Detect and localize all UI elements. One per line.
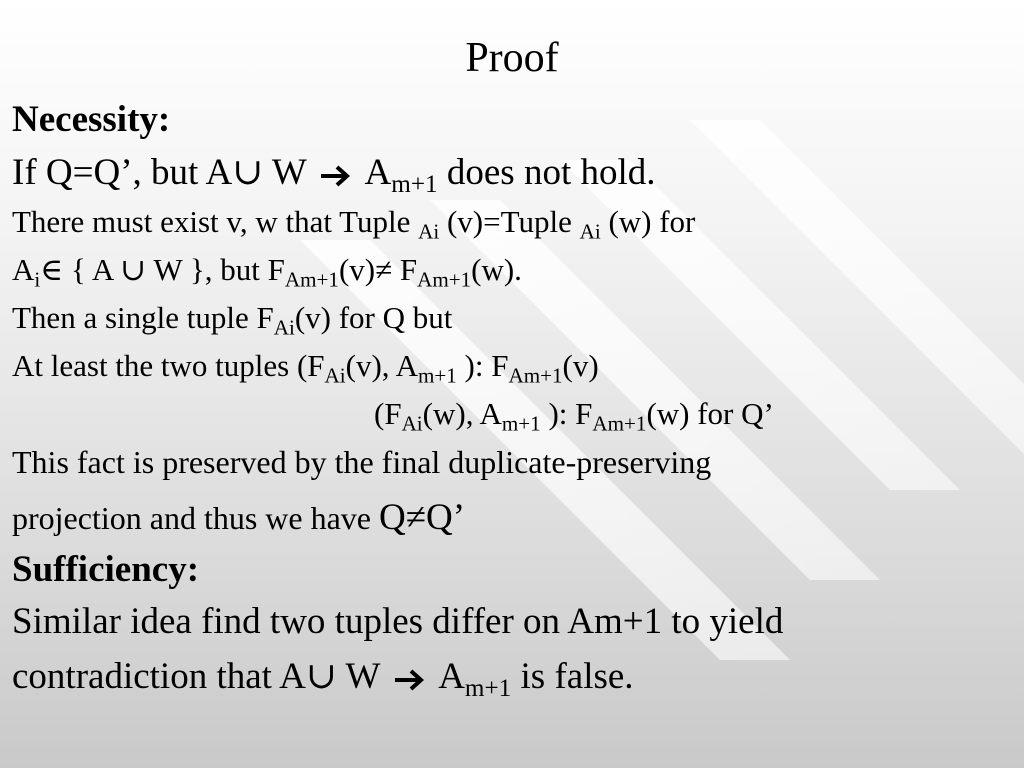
text-line-1: If Q=Q’, but A∪ W Am+1 does not hold. <box>12 152 656 199</box>
text-line-2: There must exist v, w that Tuple Ai (v)=… <box>12 204 696 244</box>
text-line-9: Similar idea find two tuples differ on A… <box>12 601 784 642</box>
right-arrow-icon <box>321 165 351 187</box>
text-line-8: projection and thus we have Q≠Q’ <box>12 497 466 538</box>
slide-title: Proof <box>465 35 559 81</box>
text-line-3: Ai∈ { A ∪ W }, but FAm+1(v)≠ FAm+1(w). <box>12 252 522 292</box>
text-line-6: (FAi(w), Am+1 ): FAm+1(w) for Q’ <box>374 396 774 436</box>
sufficiency-heading: Sufficiency: <box>12 549 200 590</box>
text-line-7: This fact is preserved by the final dupl… <box>12 444 712 480</box>
text-line-10: contradiction that A∪ W Am+1 is false. <box>12 656 634 703</box>
necessity-heading: Necessity: <box>12 99 171 140</box>
text-line-5: At least the two tuples (FAi(v), Am+1 ):… <box>12 348 599 388</box>
text-line-4: Then a single tuple FAi(v) for Q but <box>12 300 453 340</box>
right-arrow-icon <box>394 669 424 691</box>
